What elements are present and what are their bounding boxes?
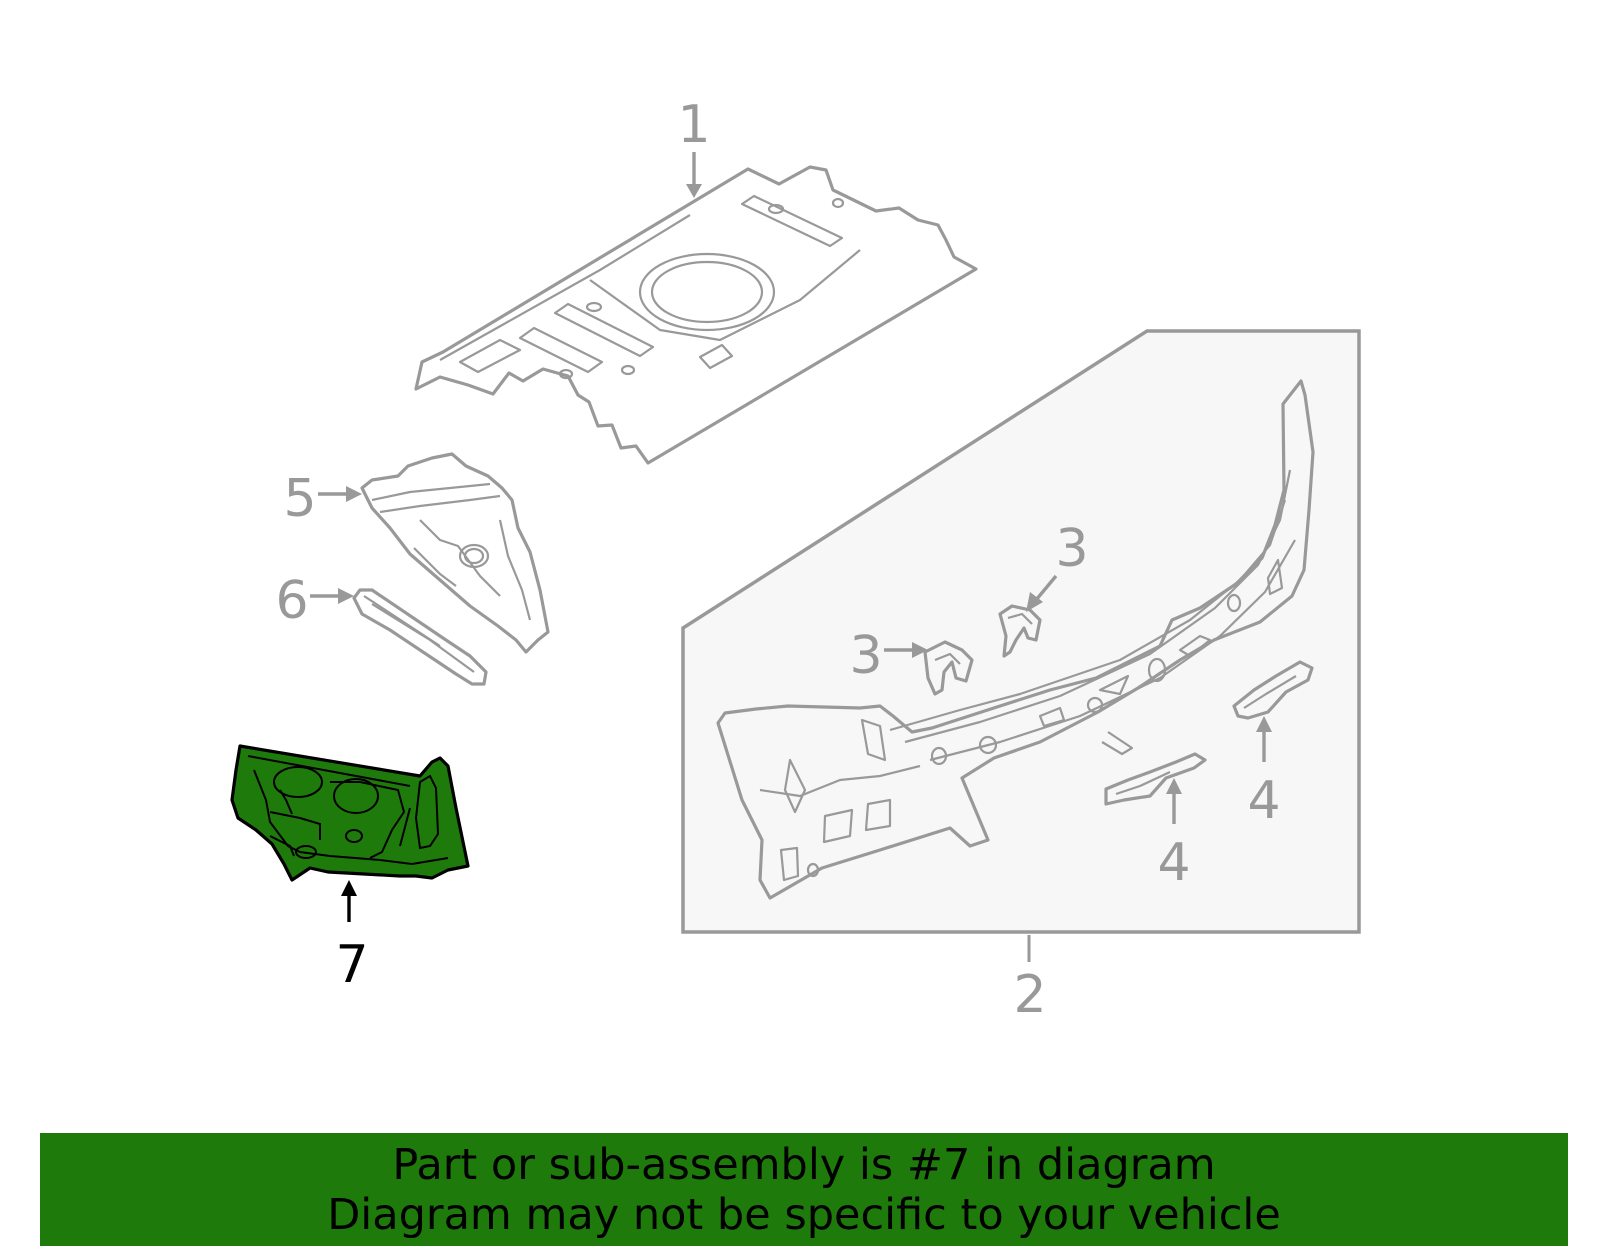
part-4-reinforcement-left[interactable] (1104, 752, 1207, 806)
callout-4-right: 4 (1247, 771, 1280, 831)
part-6-cross-member[interactable] (352, 588, 488, 686)
banner-line-2: Diagram may not be specific to your vehi… (327, 1189, 1281, 1240)
part-7-highlighted-panel[interactable] (230, 744, 470, 882)
callout-5: 5 (283, 469, 316, 529)
banner-line-1: Part or sub-assembly is #7 in diagram (392, 1139, 1216, 1190)
callout-7: 7 (335, 935, 368, 995)
callout-arrows (310, 152, 1272, 922)
part-2-rear-body-panel[interactable] (716, 379, 1315, 900)
info-banner: Part or sub-assembly is #7 in diagram Di… (40, 1133, 1568, 1246)
part-1-rear-floor-pan[interactable] (414, 165, 978, 465)
part-4-reinforcement-right[interactable] (1232, 660, 1314, 720)
part-5-side-panel[interactable] (360, 452, 550, 654)
inset-box-part-2 (681, 329, 1361, 962)
part-3-bracket-left[interactable] (923, 640, 974, 696)
callout-6: 6 (275, 571, 308, 631)
callout-3-right: 3 (1055, 519, 1088, 579)
callout-3-left: 3 (849, 626, 882, 686)
callout-2: 2 (1013, 965, 1046, 1025)
callout-1: 1 (677, 95, 710, 155)
callout-4-left: 4 (1157, 833, 1190, 893)
